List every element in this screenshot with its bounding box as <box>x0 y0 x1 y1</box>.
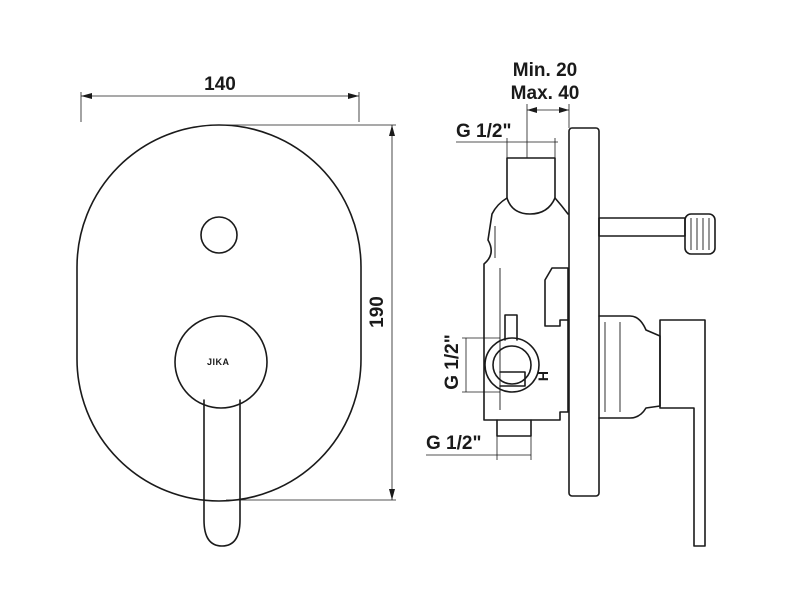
lever-side <box>659 319 706 547</box>
spindle-knurl <box>690 218 710 250</box>
depth-min-label: Min. 20 <box>513 60 577 81</box>
top-inlet-pipe <box>506 157 556 215</box>
bottom-outlet-pipe <box>496 419 532 437</box>
diverter-button <box>200 216 238 254</box>
front-view: JIKA 140 190 <box>76 74 396 547</box>
cover-plate <box>76 124 362 502</box>
brand-logo: JIKA <box>207 357 230 367</box>
thread-left-label: G 1/2" <box>442 334 463 389</box>
depth-arrow-right <box>559 107 569 113</box>
cartridge-housing <box>598 315 661 419</box>
cartridge-inner <box>604 322 621 412</box>
lever-handle <box>203 399 241 547</box>
valve-body-inner <box>494 226 501 410</box>
spindle-knob <box>684 213 716 255</box>
wall-plate <box>568 127 600 497</box>
side-outlet-inner <box>492 345 532 385</box>
width-arrow-left <box>81 93 92 99</box>
side-outlet-outer <box>484 337 540 393</box>
mixer-knob <box>174 315 268 409</box>
valve-body <box>483 197 569 421</box>
height-arrow-top <box>389 125 395 136</box>
side-outlet-stem <box>504 314 518 341</box>
height-mark: H <box>535 371 551 381</box>
height-arrow-bottom <box>389 489 395 500</box>
depth-arrow-left <box>527 107 537 113</box>
side-outlet-insert <box>499 371 526 387</box>
height-label: 190 <box>367 296 388 328</box>
diverter-spindle <box>598 217 686 237</box>
thread-top-label: G 1/2" <box>456 121 511 142</box>
width-label: 140 <box>204 74 236 95</box>
thread-bottom-label: G 1/2" <box>426 433 481 454</box>
depth-max-label: Max. 40 <box>511 83 580 104</box>
width-arrow-right <box>348 93 359 99</box>
side-view: Min. 20 Max. 40 G 1/2" G 1/2" G 1/2" H <box>426 60 716 547</box>
